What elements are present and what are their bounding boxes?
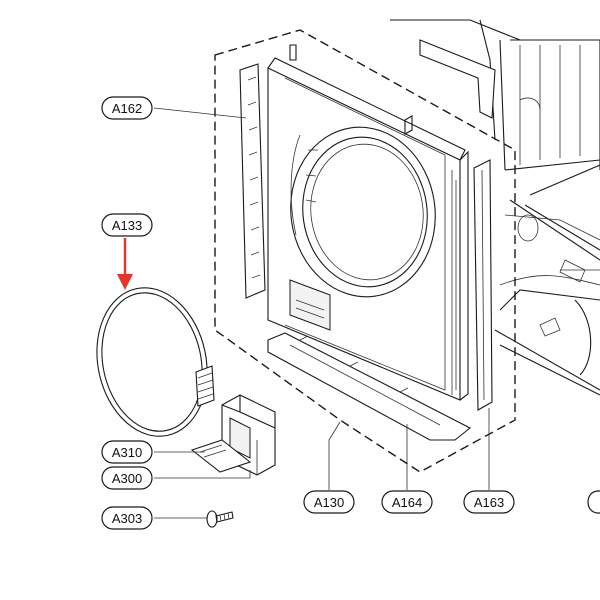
svg-text:A310: A310: [112, 445, 142, 460]
svg-text:A133: A133: [112, 218, 142, 233]
svg-text:A300: A300: [112, 471, 142, 486]
partial-label-oval: [587, 490, 600, 514]
svg-text:A163: A163: [474, 495, 504, 510]
label-a300[interactable]: A300: [101, 466, 153, 490]
svg-text:A303: A303: [112, 511, 142, 526]
ring-gasket-part: [96, 287, 215, 437]
screw-part: [206, 510, 234, 528]
leader-lines: [153, 107, 490, 519]
label-a130[interactable]: A130: [303, 490, 355, 514]
leader-a130: [328, 421, 341, 490]
svg-text:A130: A130: [314, 495, 344, 510]
assembly-boundary: [214, 29, 516, 473]
bracket-box-part: [190, 394, 276, 476]
highlight-arrow: [117, 238, 133, 290]
front-panel: [267, 44, 469, 401]
label-a133[interactable]: A133: [101, 213, 153, 237]
label-a310[interactable]: A310: [101, 440, 153, 464]
label-a164[interactable]: A164: [381, 490, 433, 514]
bottom-strip-part: [267, 332, 472, 441]
svg-text:A164: A164: [392, 495, 422, 510]
leader-a300: [154, 470, 251, 479]
top-strip: [419, 39, 496, 119]
label-a303[interactable]: A303: [101, 506, 153, 530]
svg-text:A162: A162: [112, 101, 142, 116]
leader-a162: [153, 107, 247, 119]
label-a163[interactable]: A163: [463, 490, 515, 514]
right-strip-part: [473, 159, 493, 411]
left-strip-part: [239, 63, 266, 299]
dryer-cabinet: [390, 19, 600, 396]
label-a162[interactable]: A162: [101, 96, 153, 120]
